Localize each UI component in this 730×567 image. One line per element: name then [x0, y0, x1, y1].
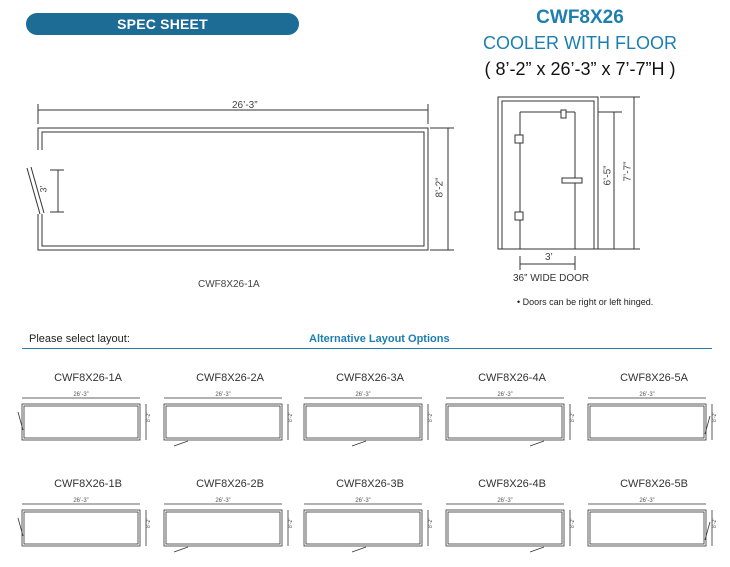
- layout-option-label: CWF8X26-1B: [54, 478, 122, 490]
- layout-option-label: CWF8X26-5B: [620, 478, 688, 490]
- section-divider: [22, 348, 712, 349]
- hinge-note: • Doors can be right or left hinged.: [517, 297, 654, 307]
- thumb-width-label: 8’-2”: [288, 518, 294, 528]
- thumb-length-label: 26’-3”: [355, 498, 370, 504]
- thumb-length-label: 26’-3”: [639, 392, 654, 398]
- thumb-width-label: 8’-2”: [712, 412, 718, 422]
- thumb-width-label: 8’-2”: [288, 412, 294, 422]
- layout-option-label: CWF8X26-2A: [196, 372, 264, 384]
- door-width-label: 3’: [545, 252, 553, 263]
- layout-option-label: CWF8X26-4A: [478, 372, 546, 384]
- layout-option-cwf8x26-5a[interactable]: 26’-3” 8’-2”: [580, 386, 720, 454]
- thumb-length-label: 26’-3”: [73, 392, 88, 398]
- thumb-width-label: 8’-2”: [570, 412, 576, 422]
- thumb-length-label: 26’-3”: [497, 392, 512, 398]
- layout-option-cwf8x26-3b[interactable]: 26’-3” 8’-2”: [296, 492, 436, 560]
- layout-option-label: CWF8X26-4B: [478, 478, 546, 490]
- layout-option-label: CWF8X26-5A: [620, 372, 688, 384]
- product-subtitle: COOLER WITH FLOOR: [482, 33, 677, 53]
- layout-option-cwf8x26-4b[interactable]: 26’-3” 8’-2”: [438, 492, 578, 560]
- thumb-length-label: 26’-3”: [215, 392, 230, 398]
- thumb-length-label: 26’-3”: [73, 498, 88, 504]
- thumb-length-label: 26’-3”: [639, 498, 654, 504]
- select-layout-label: Please select layout:: [29, 333, 130, 345]
- door-height-label: 6’-5”: [602, 165, 614, 186]
- alternative-layouts-heading: Alternative Layout Options: [309, 333, 450, 345]
- thumb-width-label: 8’-2”: [428, 412, 434, 422]
- layout-option-cwf8x26-4a[interactable]: 26’-3” 8’-2”: [438, 386, 578, 454]
- layout-option-label: CWF8X26-3A: [336, 372, 404, 384]
- door-caption: 36” WIDE DOOR: [513, 273, 590, 284]
- thumb-length-label: 26’-3”: [497, 498, 512, 504]
- spec-sheet-badge: SPEC SHEET: [26, 13, 299, 35]
- layout-option-cwf8x26-3a[interactable]: 26’-3” 8’-2”: [296, 386, 436, 454]
- length-dimension-label: 26’-3”: [232, 100, 258, 111]
- thumb-width-label: 8’-2”: [570, 518, 576, 528]
- layout-option-cwf8x26-2b[interactable]: 26’-3” 8’-2”: [156, 492, 296, 560]
- thumb-width-label: 8’-2”: [712, 518, 718, 528]
- layout-option-label: CWF8X26-3B: [336, 478, 404, 490]
- thumb-width-label: 8’-2”: [146, 518, 152, 528]
- overall-height-label: 7’-7”: [622, 161, 634, 182]
- layout-option-cwf8x26-1a[interactable]: 26’-3” 8’-2”: [14, 386, 154, 454]
- layout-option-cwf8x26-5b[interactable]: 26’-3” 8’-2”: [580, 492, 720, 560]
- thumb-length-label: 26’-3”: [355, 392, 370, 398]
- thumb-width-label: 8’-2”: [146, 412, 152, 422]
- floorplan-caption: CWF8X26-1A: [198, 279, 260, 290]
- model-title: CWF8X26: [536, 7, 624, 28]
- overall-dimensions: ( 8’-2” x 26’-3” x 7’-7”H ): [484, 59, 676, 79]
- thumb-width-label: 8’-2”: [428, 518, 434, 528]
- hinge-note-text: Doors can be right or left hinged.: [522, 297, 654, 307]
- layout-option-cwf8x26-2a[interactable]: 26’-3” 8’-2”: [156, 386, 296, 454]
- thumb-length-label: 26’-3”: [215, 498, 230, 504]
- layout-option-cwf8x26-1b[interactable]: 26’-3” 8’-2”: [14, 492, 154, 560]
- layout-option-label: CWF8X26-1A: [54, 372, 122, 384]
- layout-option-label: CWF8X26-2B: [196, 478, 264, 490]
